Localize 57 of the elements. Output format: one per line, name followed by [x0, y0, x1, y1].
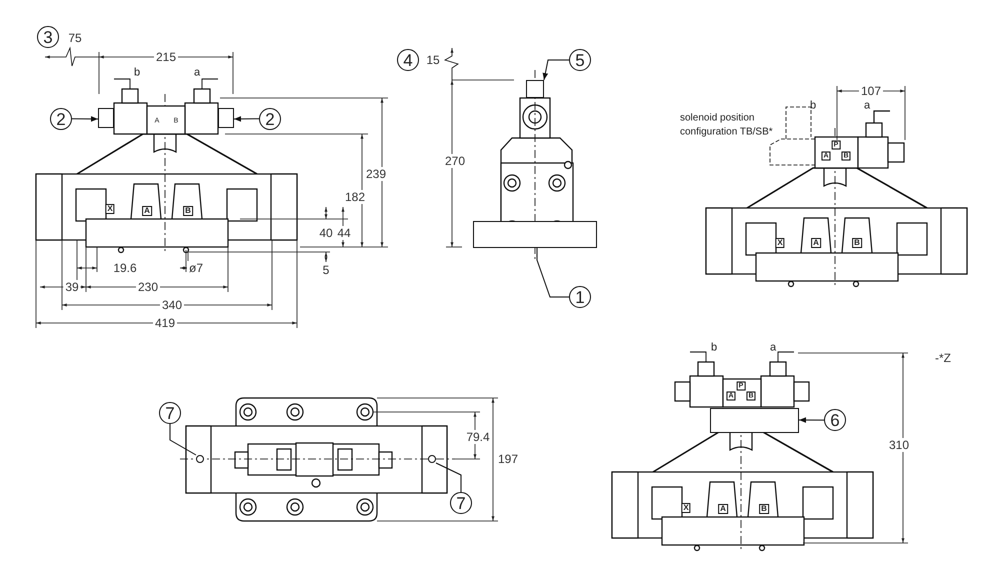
callout-number: 2 — [259, 108, 281, 130]
dimension-label: 40 — [317, 226, 335, 240]
port-label: X — [775, 238, 785, 248]
callout-number: 5 — [569, 49, 591, 71]
port-label: A — [811, 238, 821, 248]
callout-number: 2 — [50, 108, 72, 130]
note-text: solenoid position configuration TB/SB* — [680, 112, 774, 138]
solenoid-label: b — [810, 100, 816, 112]
plate-module — [710, 408, 799, 433]
dimension-label: 239 — [364, 167, 388, 181]
dimension-label: 5 — [320, 263, 332, 277]
solenoid-label: b — [710, 342, 718, 354]
dimension-label: 15 — [424, 53, 442, 67]
port-label: B — [852, 238, 862, 248]
dimension-label: 39 — [63, 280, 81, 294]
solenoid-label: a — [770, 342, 776, 354]
dimension-label: 79.4 — [464, 430, 492, 444]
connector-cap — [526, 80, 544, 98]
callout-number: 1 — [569, 286, 591, 308]
leader-line — [542, 60, 570, 80]
dimension-label: 197 — [496, 452, 520, 466]
leader-line — [170, 424, 196, 456]
dimension-label: 230 — [136, 280, 160, 294]
solenoid-label: a — [864, 100, 870, 112]
base-plate — [473, 221, 597, 248]
override-knob — [98, 108, 114, 128]
leader-line — [536, 248, 570, 298]
dimension-label: 44 — [335, 226, 353, 240]
solenoid-label: a — [194, 68, 200, 78]
port-label: B — [759, 504, 769, 514]
callout-number: 7 — [159, 402, 181, 424]
dimension-label: 215 — [154, 50, 178, 64]
callout-number: 3 — [37, 26, 59, 48]
dimension-label: ø7 — [187, 261, 205, 275]
dimension-label: 19.6 — [111, 261, 139, 275]
callout-number: 7 — [450, 492, 472, 514]
port-label: A — [142, 206, 152, 216]
dimension-label: 75 — [66, 31, 84, 45]
leader-line — [234, 116, 260, 122]
leader-line — [798, 417, 824, 423]
callout-number: 4 — [397, 49, 419, 71]
port-label: B — [183, 206, 193, 216]
dimension-label: 107 — [858, 84, 884, 98]
leader-line — [436, 462, 462, 492]
port-label: X — [681, 503, 691, 513]
port-label: X — [105, 204, 115, 214]
port-label: A — [718, 504, 728, 514]
dimension-label: 182 — [342, 190, 368, 204]
override-knob — [218, 108, 234, 128]
solenoid-label: b — [134, 68, 140, 78]
leader-line — [72, 116, 98, 122]
dimension-label: 270 — [442, 154, 468, 168]
callout-number: 6 — [824, 409, 846, 431]
dimension-label: 419 — [152, 316, 178, 330]
dimension-label: 340 — [160, 298, 184, 312]
dimension-label: 310 — [886, 438, 912, 452]
dimension-label: -*Z — [933, 351, 953, 365]
